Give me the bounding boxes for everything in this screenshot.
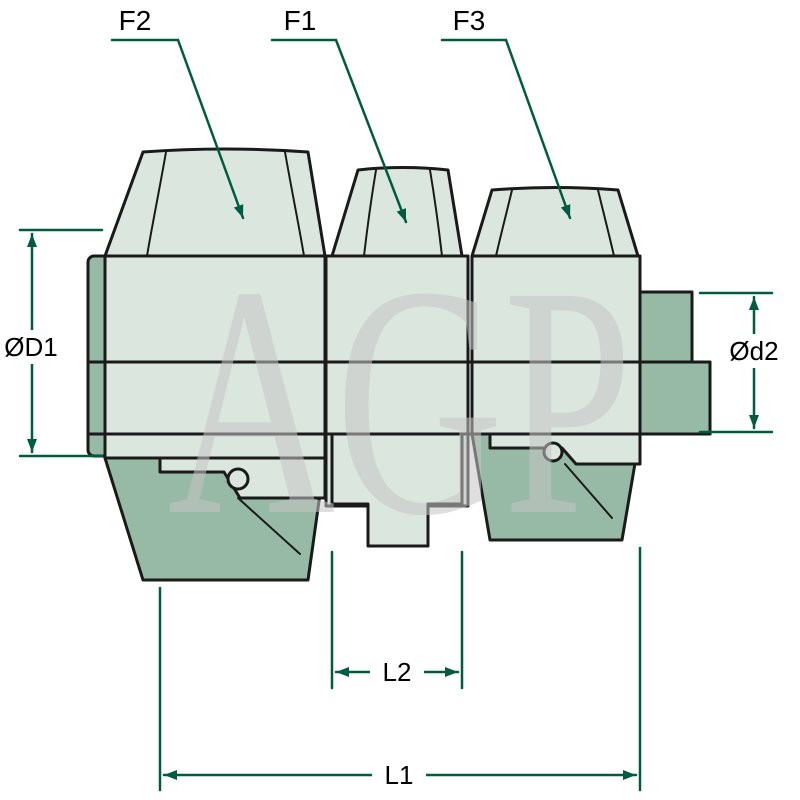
- left-weep-hole: [226, 467, 250, 491]
- watermark-text: AGP: [168, 219, 633, 584]
- f2-leader-line: [110, 38, 245, 220]
- label-l1-backing: [372, 759, 426, 791]
- f1-leader-line: [270, 38, 408, 224]
- l1-extension-lines: [158, 546, 642, 792]
- label-d1-backing: [2, 330, 62, 364]
- label-d2-backing: [722, 334, 788, 368]
- hex-facet-lines: [146, 151, 615, 257]
- label-l2-backing: [370, 656, 424, 688]
- d2-extension-lines: [698, 291, 774, 434]
- label-f2: F2: [119, 5, 152, 36]
- label-l2: L2: [383, 657, 412, 687]
- right-weep-hole: [542, 441, 564, 463]
- left-nut-body: [103, 254, 327, 460]
- fitting-body: [86, 147, 712, 582]
- d1-extension-lines: [18, 228, 104, 458]
- label-f1: F1: [284, 5, 317, 36]
- l2-extension-lines: [330, 550, 464, 690]
- right-nut-top: [470, 186, 640, 258]
- thread-detail-lines: [237, 463, 613, 555]
- center-stem: [330, 432, 464, 548]
- label-l1: L1: [385, 760, 414, 790]
- label-d2: Ød2: [729, 336, 778, 366]
- label-d1: ØD1: [4, 332, 57, 362]
- labels: F2 F1 F3 ØD1 Ød2 L2 L1: [2, 5, 788, 791]
- label-f3: F3: [453, 5, 486, 36]
- right-nut-cutaway: [488, 432, 642, 466]
- left-nut-top: [103, 147, 327, 258]
- right-nut-body: [470, 254, 642, 436]
- f3-leader-line: [440, 38, 572, 220]
